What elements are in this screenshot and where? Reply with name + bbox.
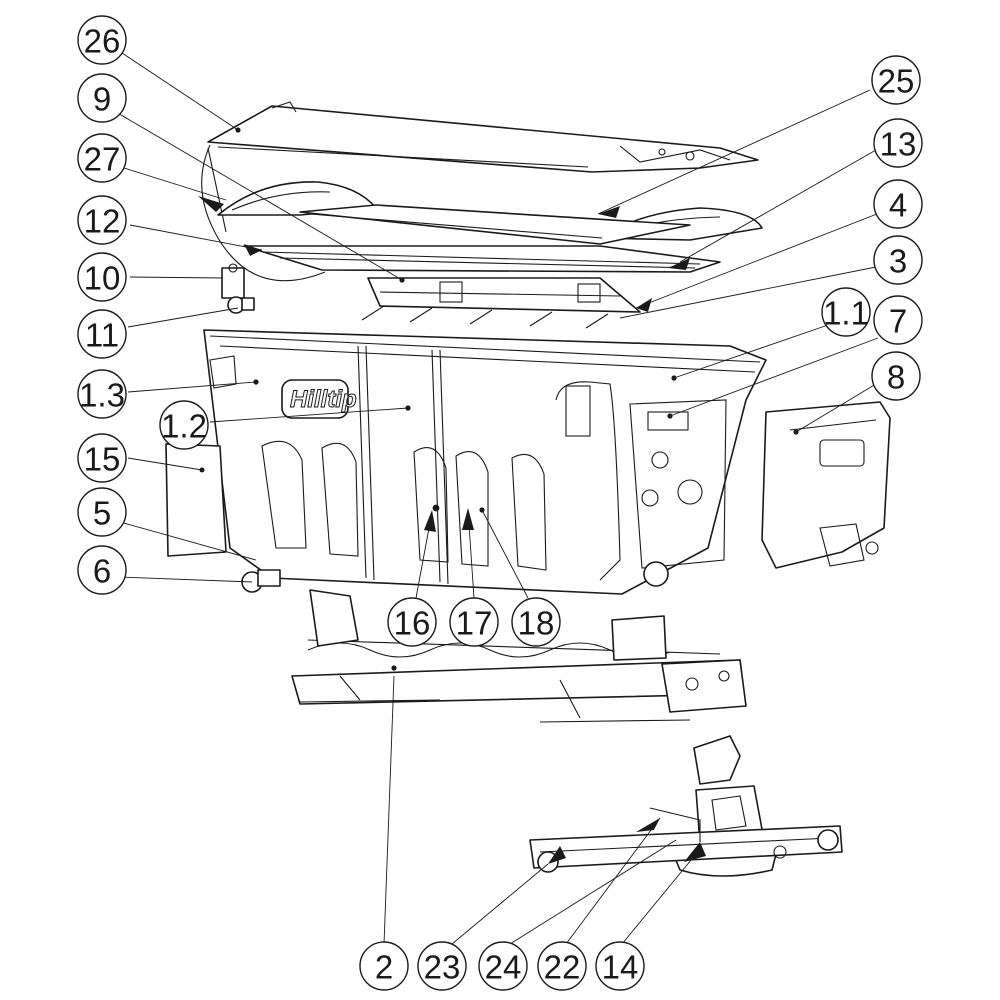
callout-7: 7 [873,295,923,345]
callout-18: 18 [511,597,561,647]
part-12-grate [243,245,721,273]
arrow-heads [198,196,706,864]
part-13-frame [299,204,691,245]
svg-text:2: 2 [375,949,393,986]
svg-text:1.1: 1.1 [823,295,869,332]
callout-27: 27 [77,133,127,183]
svg-text:12: 12 [84,203,121,240]
svg-text:8: 8 [887,359,905,396]
reference-dots [235,127,799,671]
part-11-cable-clamp [227,296,255,314]
callout-12: 12 [77,195,127,245]
callout-5: 5 [77,487,127,537]
svg-text:15: 15 [84,441,121,478]
callout-4: 4 [873,179,923,229]
svg-text:9: 9 [93,81,111,118]
part-6-latch [241,569,281,593]
svg-text:25: 25 [878,63,915,100]
svg-text:14: 14 [602,949,639,986]
svg-text:5: 5 [93,495,111,532]
part-15-side-plate [165,443,227,557]
callout-1-3: 1.3 [77,369,127,419]
part-14-spinner-assembly [529,735,843,877]
part-4-support-rails [361,277,641,329]
callout-15: 15 [77,433,127,483]
part-2-chassis-frame [291,589,747,723]
callout-9: 9 [77,73,127,123]
callout-23: 23 [417,941,467,991]
callout-26: 26 [77,15,127,65]
callout-22: 22 [537,941,587,991]
svg-text:26: 26 [84,23,121,60]
svg-text:3: 3 [889,243,907,280]
svg-text:18: 18 [518,605,555,642]
tarp-cable [201,144,326,282]
svg-text:4: 4 [889,187,907,224]
callout-6: 6 [77,545,127,595]
callout-11: 11 [77,309,127,359]
callout-17: 17 [449,597,499,647]
part-26-lid-cover [207,101,759,173]
part-8-side-cover [761,401,891,569]
svg-text:7: 7 [889,303,907,340]
logo-text: Hilltip [290,386,357,413]
part-10-roller [221,263,245,299]
svg-text:17: 17 [456,605,493,642]
svg-text:23: 23 [424,949,461,986]
callout-14: 14 [595,941,645,991]
svg-text:1.3: 1.3 [79,377,125,414]
svg-text:22: 22 [544,949,581,986]
leader-lines [115,52,883,945]
callout-13: 13 [873,118,923,168]
callout-16: 16 [387,597,437,647]
part-7-control-panel [629,399,727,569]
part-1-hopper-body [203,329,767,595]
callout-25: 25 [871,55,921,105]
callout-8: 8 [871,351,921,401]
svg-text:24: 24 [485,949,522,986]
callout-1-1: 1.1 [821,287,871,337]
part-27-front-cap [217,181,377,216]
svg-text:27: 27 [84,141,121,178]
hilltip-logo: Hilltip [281,379,357,419]
callout-24: 24 [478,941,528,991]
callout-1-2: 1.2 [159,400,209,450]
svg-text:10: 10 [84,260,121,297]
callout-3: 3 [873,235,923,285]
svg-text:1.2: 1.2 [161,408,207,445]
svg-text:13: 13 [880,126,917,163]
svg-text:6: 6 [93,553,111,590]
svg-text:11: 11 [85,317,119,354]
callout-2: 2 [359,941,409,991]
callout-10: 10 [77,252,127,302]
svg-text:16: 16 [394,605,431,642]
